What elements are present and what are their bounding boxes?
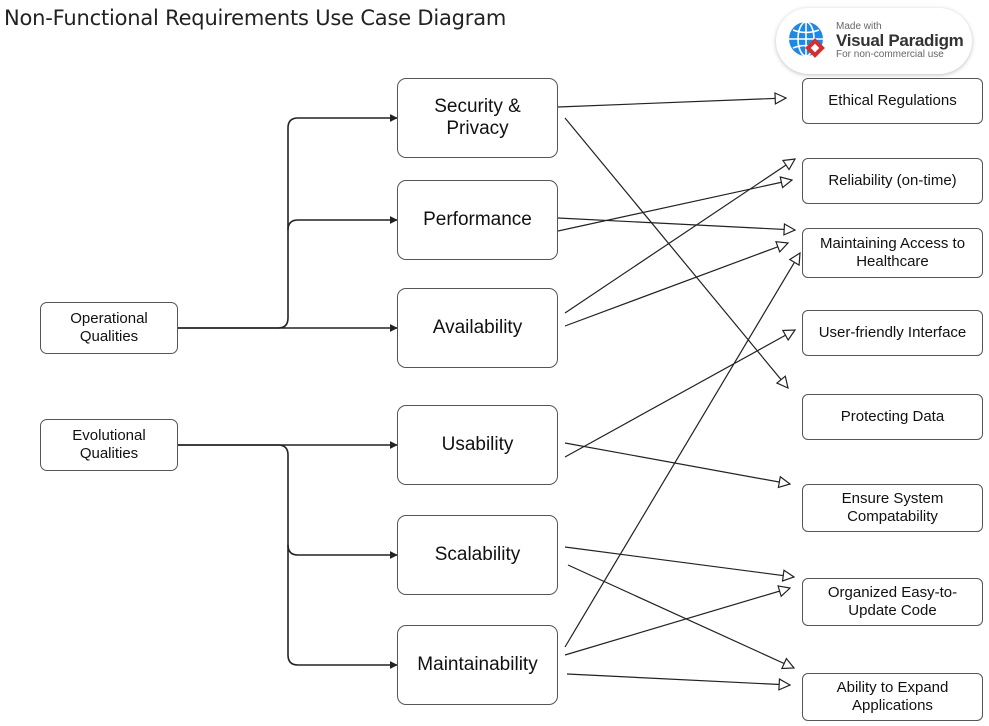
edge-maintainability-expand	[566, 673, 790, 685]
edge-security-protecting	[564, 117, 788, 388]
watermark-note: For non-commercial use	[836, 48, 944, 60]
maintaining-access-label: Maintaining Access to Healthcare	[819, 235, 966, 270]
security-privacy-label: Security & Privacy	[434, 95, 521, 139]
edge-maintainability-access	[564, 253, 800, 648]
expand-applications-label: Ability to Expand Applications	[836, 679, 949, 714]
edge-operational-security	[178, 114, 398, 329]
edge-evolutional-scalability	[178, 444, 398, 559]
edge-scalability-expand	[567, 564, 794, 668]
edge-usability-ui	[564, 330, 795, 458]
performance-label: Performance	[423, 208, 532, 230]
maintaining-access-box[interactable]: Maintaining Access to Healthcare	[802, 228, 983, 278]
availability-label: Availability	[432, 316, 523, 338]
expand-applications-box[interactable]: Ability to Expand Applications	[802, 673, 983, 721]
operational-qualities-box[interactable]: Operational Qualities	[40, 302, 178, 354]
scalability-box[interactable]: Scalability	[397, 515, 558, 595]
availability-box[interactable]: Availability	[397, 288, 558, 368]
ensure-compatability-box[interactable]: Ensure System Compatability	[802, 484, 983, 532]
edge-scalability-organized	[564, 546, 794, 577]
maintainability-label: Maintainability	[417, 653, 538, 675]
edge-performance-reliability	[557, 180, 792, 232]
reliability-label: Reliability (on-time)	[828, 172, 957, 190]
security-privacy-box[interactable]: Security & Privacy	[397, 78, 558, 158]
organized-code-label: Organized Easy-to-Update Code	[827, 584, 958, 619]
operational-qualities-label: Operational Qualities	[70, 310, 148, 345]
edge-maintainability-organized	[564, 588, 790, 656]
watermark-made-with: Made with	[836, 20, 882, 32]
organized-code-box[interactable]: Organized Easy-to-Update Code	[802, 578, 983, 626]
evolutional-qualities-label: Evolutional Qualities	[72, 427, 146, 462]
usability-box[interactable]: Usability	[397, 405, 558, 485]
ensure-compatability-label: Ensure System Compatability	[841, 490, 944, 525]
globe-logo-icon	[789, 21, 825, 58]
ethical-regulations-label: Ethical Regulations	[828, 92, 957, 110]
protecting-data-box[interactable]: Protecting Data	[802, 394, 983, 440]
edge-operational-performance	[287, 216, 398, 231]
user-friendly-interface-label: User-friendly Interface	[818, 324, 967, 342]
reliability-box[interactable]: Reliability (on-time)	[802, 158, 983, 204]
visual-paradigm-watermark: Made with Visual Paradigm For non-commer…	[776, 8, 972, 74]
edge-evolutional-maintainability	[287, 545, 398, 669]
ethical-regulations-box[interactable]: Ethical Regulations	[802, 78, 983, 124]
diagram-title: Non-Functional Requirements Use Case Dia…	[4, 6, 507, 30]
scalability-label: Scalability	[434, 543, 521, 565]
protecting-data-label: Protecting Data	[840, 408, 945, 426]
edge-availability-access	[564, 243, 788, 327]
performance-box[interactable]: Performance	[397, 180, 558, 260]
edge-usability-compat	[564, 442, 790, 484]
edge-performance-access	[557, 217, 795, 230]
watermark-brand: Visual Paradigm	[836, 31, 964, 51]
edge-availability-reliability	[564, 159, 795, 314]
user-friendly-interface-box[interactable]: User-friendly Interface	[802, 310, 983, 356]
maintainability-box[interactable]: Maintainability	[397, 625, 558, 705]
edge-security-ethical	[557, 98, 786, 108]
evolutional-qualities-box[interactable]: Evolutional Qualities	[40, 419, 178, 471]
usability-label: Usability	[441, 433, 514, 455]
